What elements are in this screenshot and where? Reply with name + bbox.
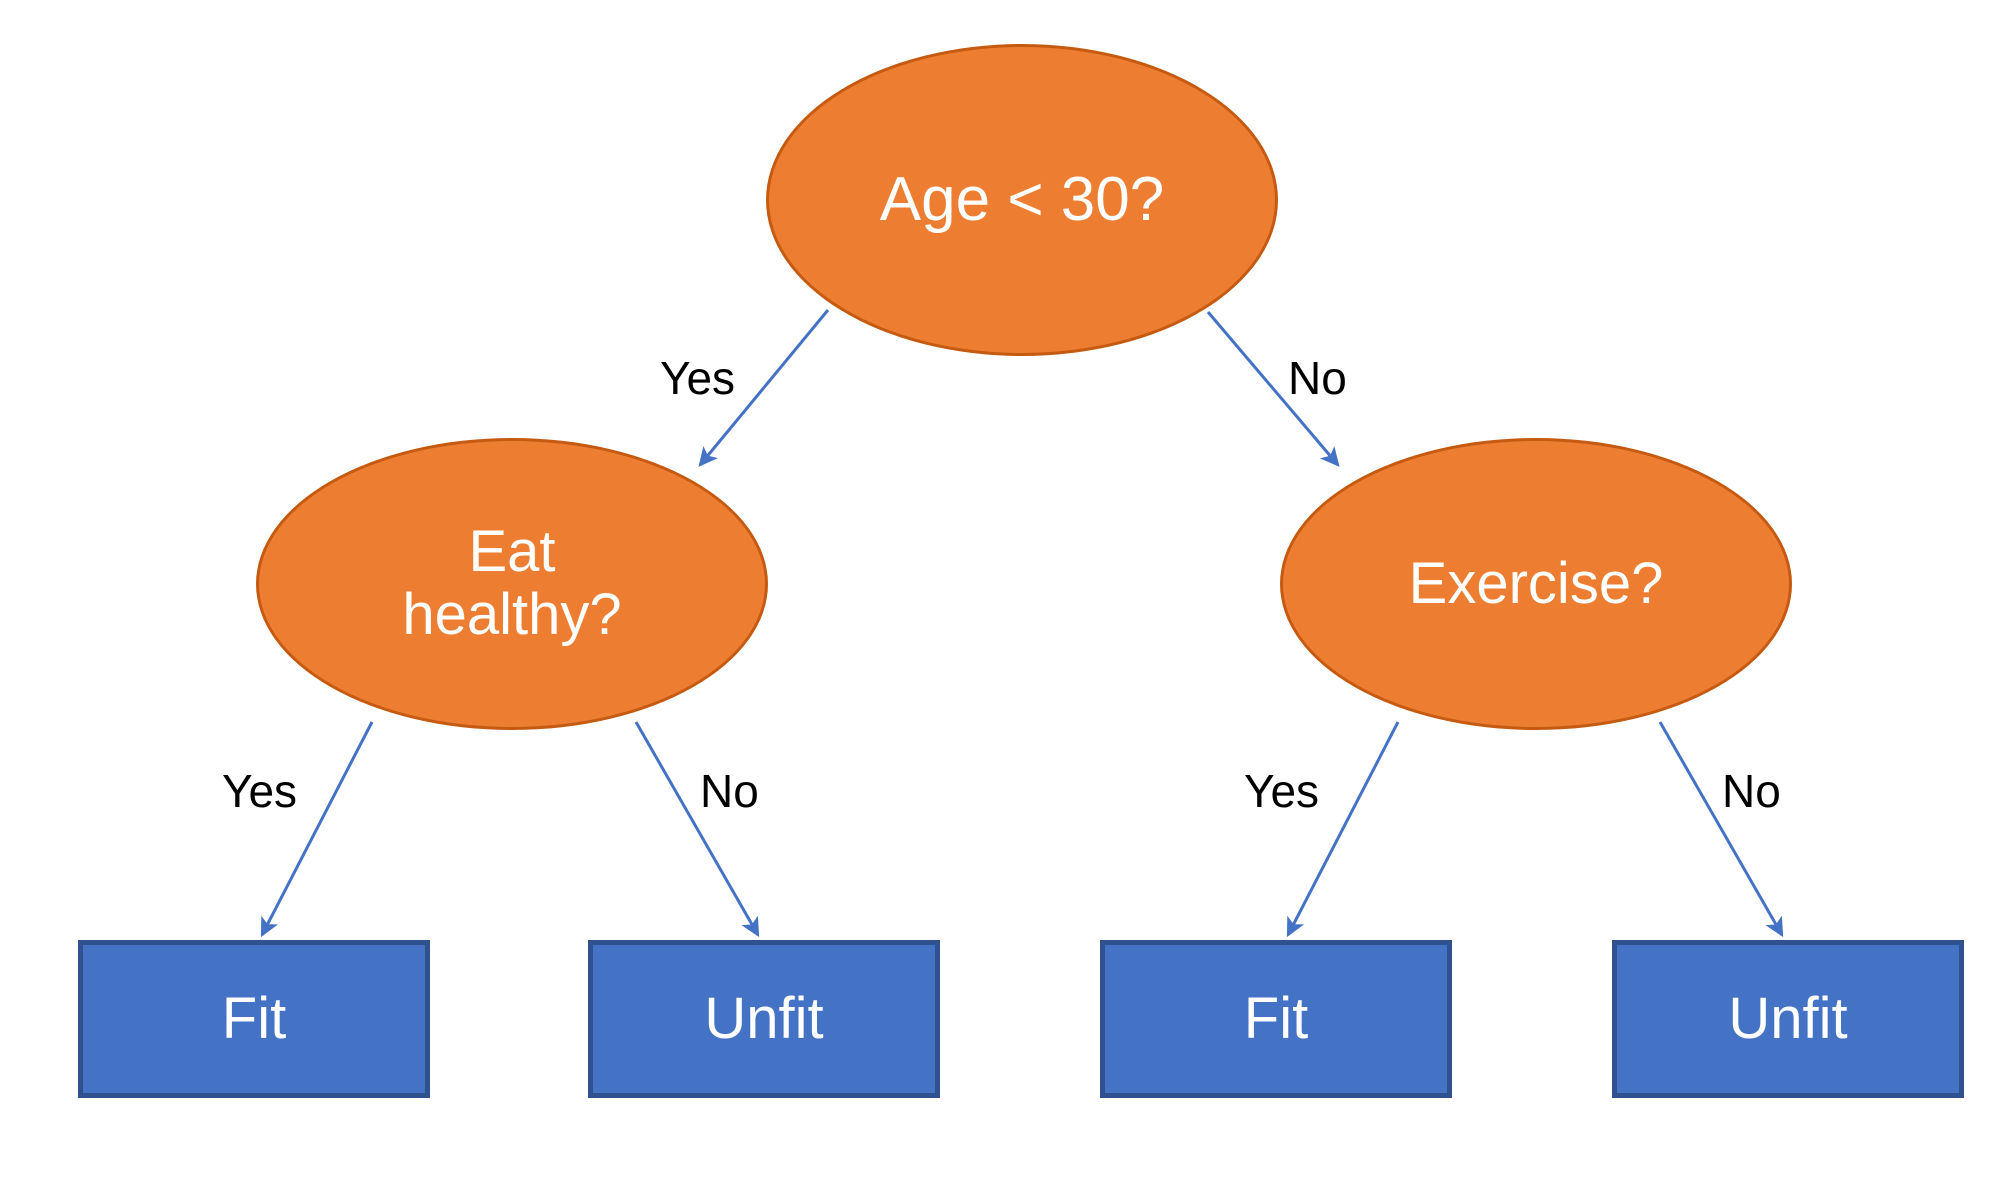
edge-ex-yes: [1286, 721, 1400, 938]
node-leaf-unfit-1[interactable]: Unfit: [588, 940, 940, 1098]
node-leaf-unfit-2-label: Unfit: [1728, 985, 1848, 1051]
edge-label-root-yes: Yes: [660, 352, 736, 404]
node-eat-healthy[interactable]: Eat healthy?: [256, 438, 768, 730]
edge-label-ex-no: No: [1722, 765, 1781, 817]
edge-label-ex-yes: Yes: [1244, 765, 1320, 817]
node-leaf-unfit-1-label: Unfit: [704, 985, 824, 1051]
node-leaf-fit-1[interactable]: Fit: [78, 940, 430, 1098]
edge-eat-yes: [260, 721, 374, 938]
edge-eat-no: [634, 721, 760, 938]
edge-ex-no: [1658, 721, 1784, 938]
node-root-label: Age < 30?: [879, 164, 1165, 234]
node-eat-healthy-label: Eat healthy?: [402, 519, 622, 647]
node-leaf-fit-2[interactable]: Fit: [1100, 940, 1452, 1098]
node-leaf-fit-1-label: Fit: [221, 985, 287, 1051]
node-exercise[interactable]: Exercise?: [1280, 438, 1792, 730]
node-root[interactable]: Age < 30?: [766, 44, 1278, 356]
node-leaf-fit-2-label: Fit: [1243, 985, 1309, 1051]
edge-label-eat-yes: Yes: [222, 765, 298, 817]
node-leaf-unfit-2[interactable]: Unfit: [1612, 940, 1964, 1098]
edge-label-root-no: No: [1288, 352, 1347, 404]
node-exercise-label: Exercise?: [1408, 550, 1664, 616]
edge-label-eat-no: No: [700, 765, 759, 817]
